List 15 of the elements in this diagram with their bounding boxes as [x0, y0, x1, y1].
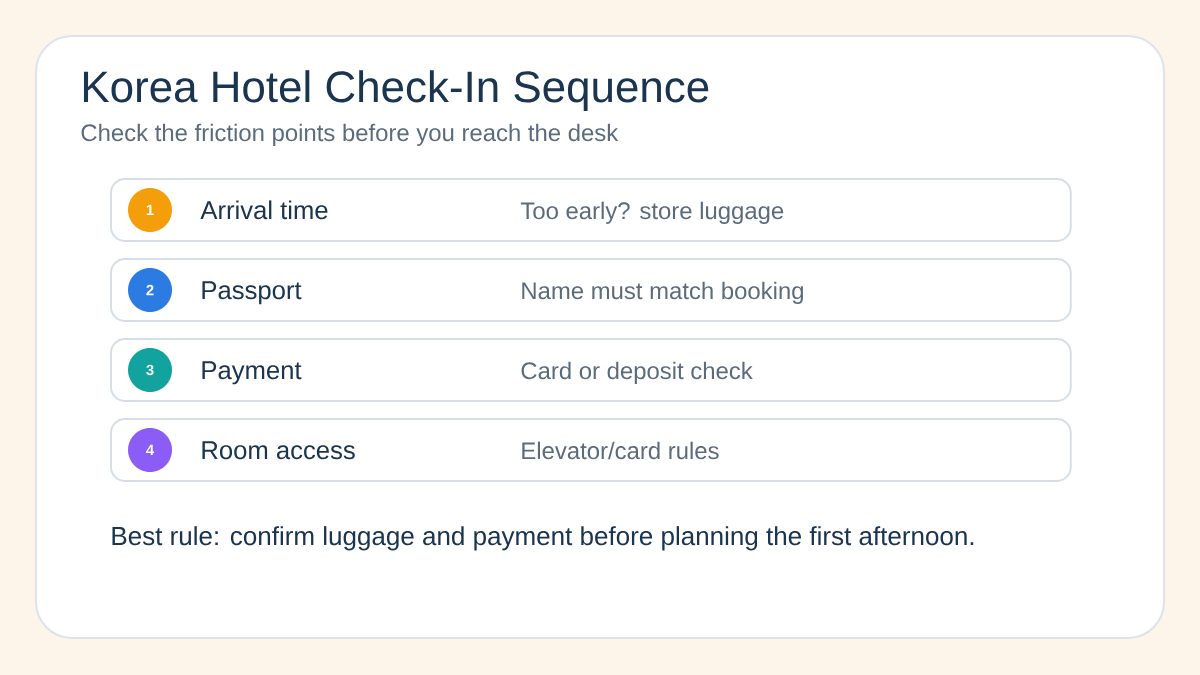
note-text: Best rule: confirm luggage and payment before planning the first afternoon. [112, 526, 974, 551]
step-note: Elevator/card rules [522, 441, 719, 460]
number-badge: 1 [128, 187, 172, 232]
step-note: Too early? store luggage [520, 201, 784, 224]
number-badge: 4 [128, 427, 172, 472]
title: Korea Hotel Check-In Sequence [83, 70, 709, 112]
step-label: Room access [202, 441, 355, 460]
step-label: Payment [202, 361, 302, 385]
step-note: Name must match booking [522, 281, 803, 304]
number-badge: 2 [128, 267, 172, 312]
subtitle: Check the friction points before you reach the desk [81, 123, 619, 146]
step-note: Card or deposit check [521, 361, 753, 384]
number-badge: 3 [128, 347, 172, 392]
step-label: Passport [202, 281, 302, 305]
step-label: Arrival time [200, 200, 328, 220]
